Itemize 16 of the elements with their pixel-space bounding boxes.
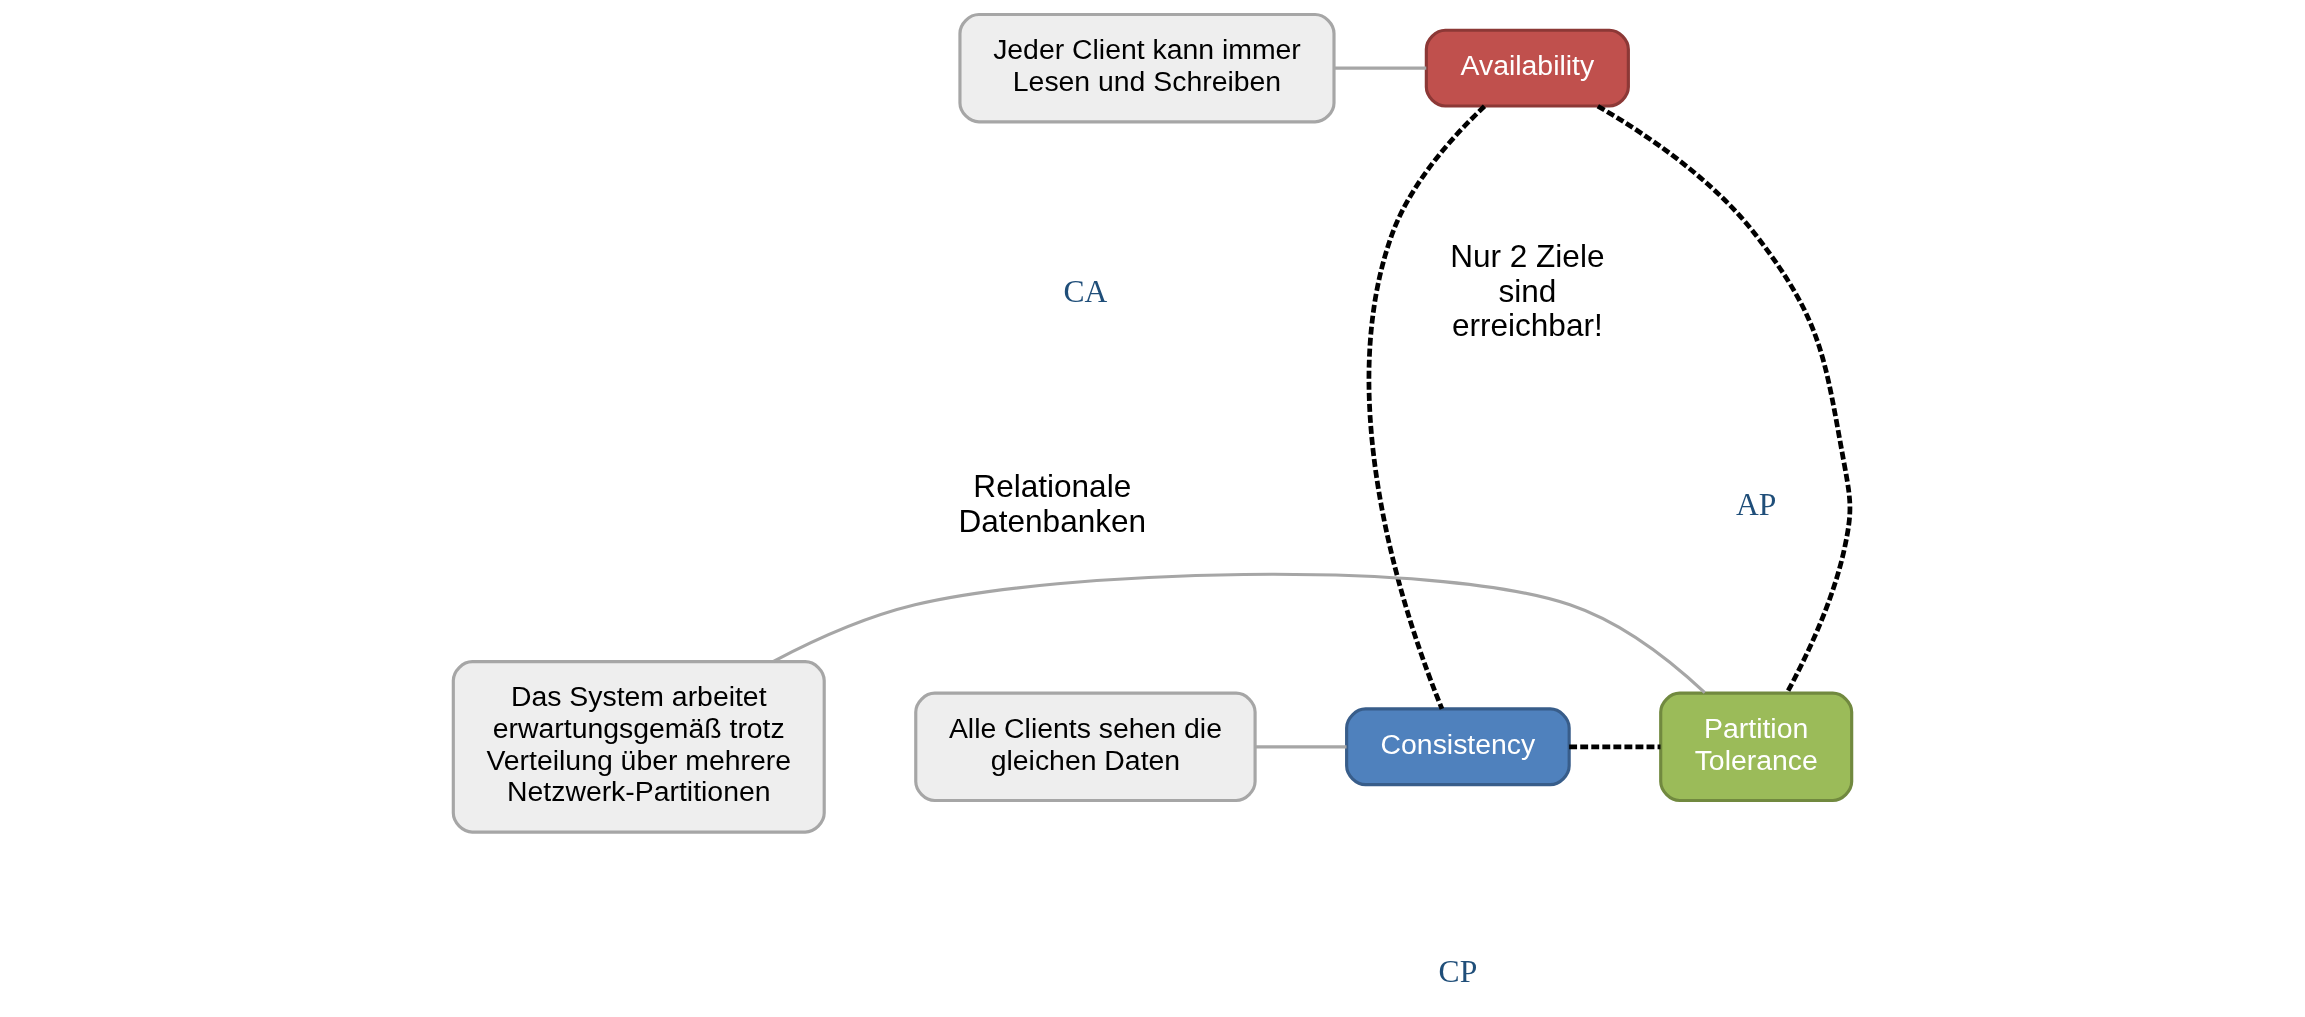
node-box: Partition Tolerance (1659, 691, 1854, 803)
connector (1366, 104, 1487, 710)
label: Nur 2 Ziele sind erreichbar! (1450, 238, 1605, 344)
node-box: Consistency (1345, 707, 1571, 787)
connector (772, 572, 1706, 694)
label: Relationale Datenbanken (958, 468, 1147, 540)
node-box: Das System arbeitet erwartungsgemäß trotz Verteilung über mehrere Netzwerk-Partitionen (451, 660, 826, 834)
connector (1334, 66, 1427, 70)
node-box: Jeder Client kann immer Lesen und Schreiben (958, 12, 1336, 124)
node-box: Alle Clients sehen die gleichen Daten (914, 691, 1257, 803)
label: CA (1063, 273, 1108, 309)
label: AP (1736, 486, 1777, 522)
connector (1255, 745, 1347, 749)
label: CP (1438, 953, 1478, 989)
node-box: Availability (1424, 28, 1630, 108)
connector (1569, 744, 1661, 750)
